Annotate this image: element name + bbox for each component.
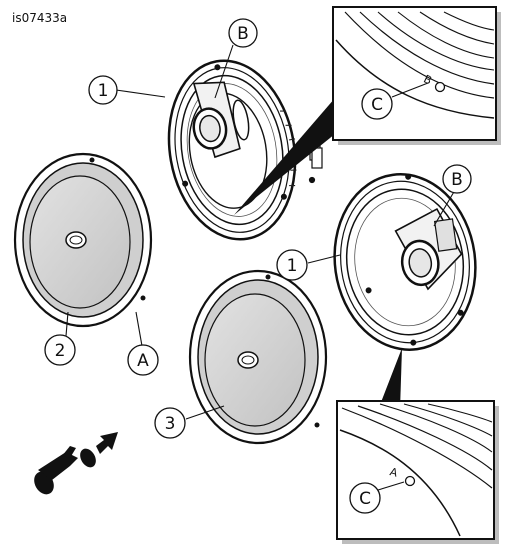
grille-2 [13, 152, 153, 328]
callout-1-bottom: 1 [276, 249, 308, 281]
callout-b-top: B [228, 18, 258, 48]
callout-3-label: 3 [165, 414, 176, 434]
speaker-bottom [333, 173, 477, 351]
callout-a-label: A [137, 351, 149, 371]
grille-3 [188, 269, 328, 445]
callout-b-bottom: B [442, 164, 472, 194]
detail-pointer-bottom [378, 348, 402, 410]
callout-1-top: 1 [88, 75, 118, 105]
callout-1-top-label: 1 [98, 81, 109, 101]
callout-c-top-label: C [371, 95, 383, 115]
callout-b-bottom-label: B [451, 170, 463, 190]
callout-2-label: 2 [55, 341, 66, 361]
figure-id: is07433a [12, 11, 68, 25]
callout-1-bottom-label: 1 [287, 256, 298, 276]
detail-box-top: B [332, 6, 501, 145]
speaker-top [167, 59, 297, 241]
callout-a: A [127, 344, 159, 376]
detail-box-bottom: A [336, 400, 499, 544]
motorcycle-direction-icon [34, 432, 118, 495]
callout-3: 3 [154, 407, 186, 439]
embossed-mark-bottom: A [388, 465, 399, 480]
callout-b-top-label: B [237, 24, 249, 44]
leader-lines [65, 44, 456, 491]
callout-c-top: C [361, 88, 393, 120]
callout-2: 2 [44, 334, 76, 366]
detail-pointer-top [234, 98, 335, 215]
callout-c-bottom: C [349, 482, 381, 514]
callout-c-bottom-label: C [359, 489, 371, 509]
